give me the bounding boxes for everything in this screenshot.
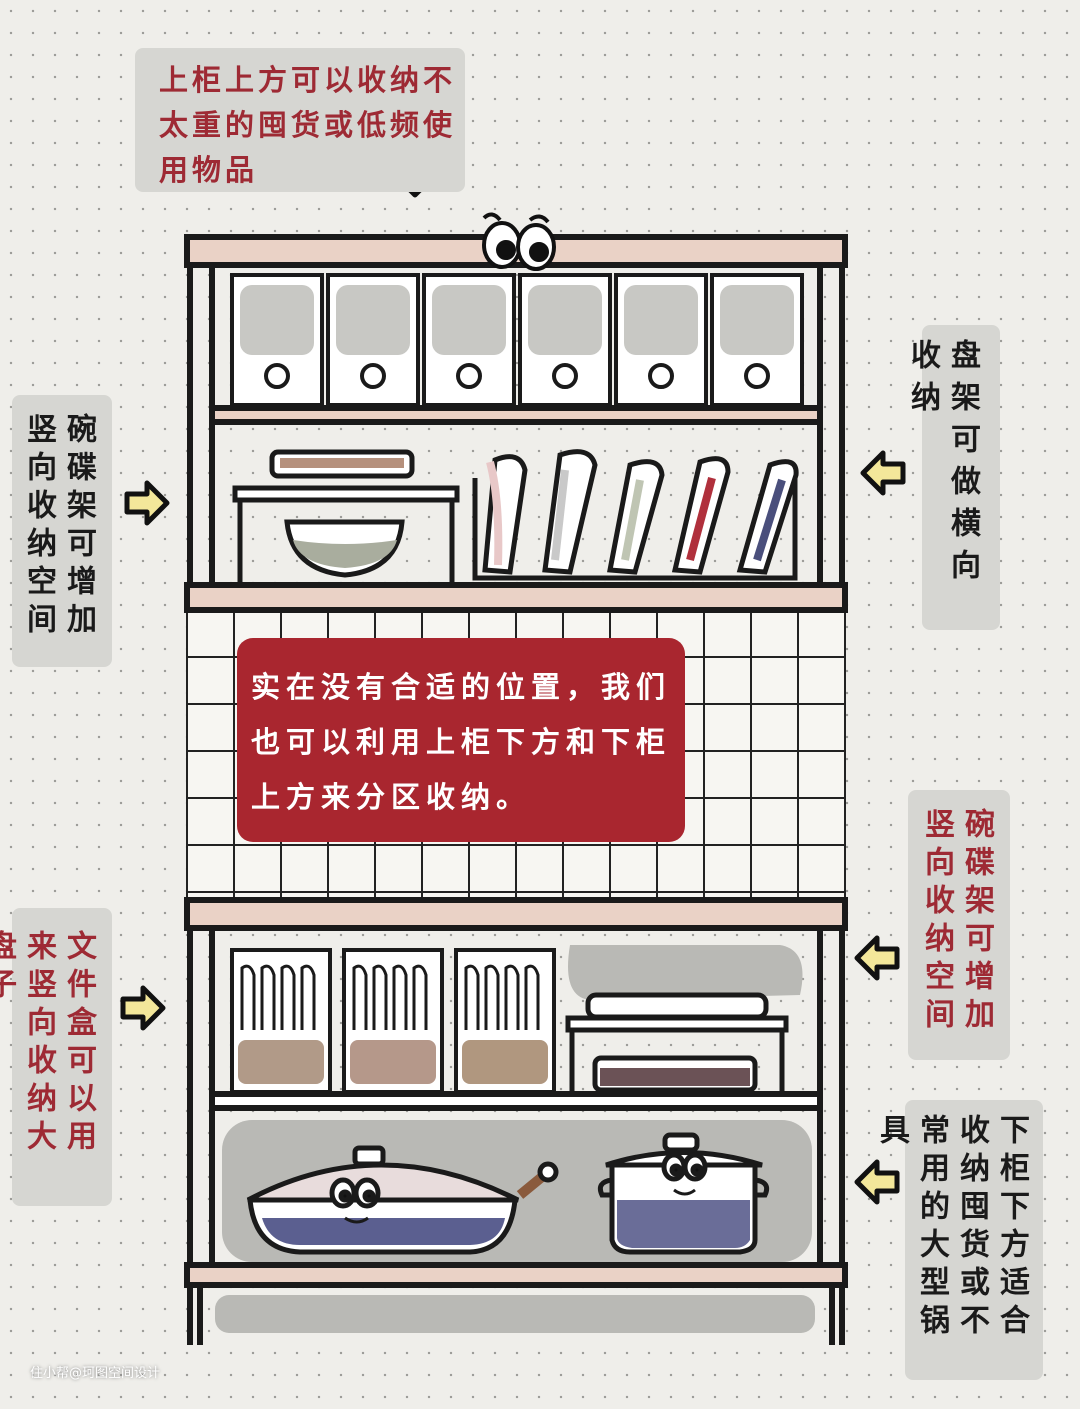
file-box bbox=[230, 948, 332, 1094]
arrow-left-icon bbox=[857, 938, 897, 978]
arrow-left-icon bbox=[863, 453, 903, 493]
bowl-riser-shelf bbox=[232, 449, 460, 585]
box-handle-hole bbox=[264, 363, 290, 389]
box-handle-hole bbox=[360, 363, 386, 389]
storage-box bbox=[614, 273, 708, 407]
center-message: 实在没有合适的位置，我们也可以利用上柜下方和下柜上方来分区收纳。 bbox=[237, 638, 685, 842]
arrow-left-icon bbox=[857, 1162, 897, 1202]
file-box bbox=[342, 948, 444, 1094]
note-dish-rack-lower: 碗碟架可增加竖向收纳空间 bbox=[908, 790, 1010, 1060]
file-box-plate-holders bbox=[230, 948, 556, 1094]
note-lower-cabinet-bottom: 下柜下方适合收纳囤货或不常用的大型锅具 bbox=[874, 1100, 1043, 1380]
arrow-right-icon bbox=[127, 483, 167, 523]
storage-box bbox=[422, 273, 516, 407]
note-dish-rack-vertical-storage: 碗碟架可增加竖向收纳空间 bbox=[12, 395, 112, 667]
upper-storage-boxes bbox=[230, 273, 804, 407]
box-handle-hole bbox=[456, 363, 482, 389]
storage-box bbox=[710, 273, 804, 407]
note-file-box-plates: 文件盒可以用来竖向收纳大盘子 bbox=[0, 908, 112, 1206]
stock-pot bbox=[597, 1132, 770, 1255]
box-handle-hole bbox=[744, 363, 770, 389]
arrow-right-icon bbox=[123, 988, 163, 1028]
watermark: 住小帮@珂图空间设计 bbox=[30, 1366, 161, 1381]
peeking-eyes bbox=[482, 212, 556, 271]
storage-box bbox=[230, 273, 324, 407]
file-box bbox=[454, 948, 556, 1094]
lower-plate-shelf bbox=[565, 992, 789, 1094]
note-upper-cabinet-top: 上柜上方可以收纳不太重的囤货或低频使用物品 bbox=[135, 48, 465, 192]
box-handle-hole bbox=[552, 363, 578, 389]
storage-box bbox=[518, 273, 612, 407]
plate-rack bbox=[472, 449, 799, 581]
wok-pan bbox=[246, 1145, 559, 1255]
note-plate-rack-horizontal: 盘架可做横向收纳 bbox=[905, 325, 1000, 630]
box-handle-hole bbox=[648, 363, 674, 389]
storage-box bbox=[326, 273, 420, 407]
